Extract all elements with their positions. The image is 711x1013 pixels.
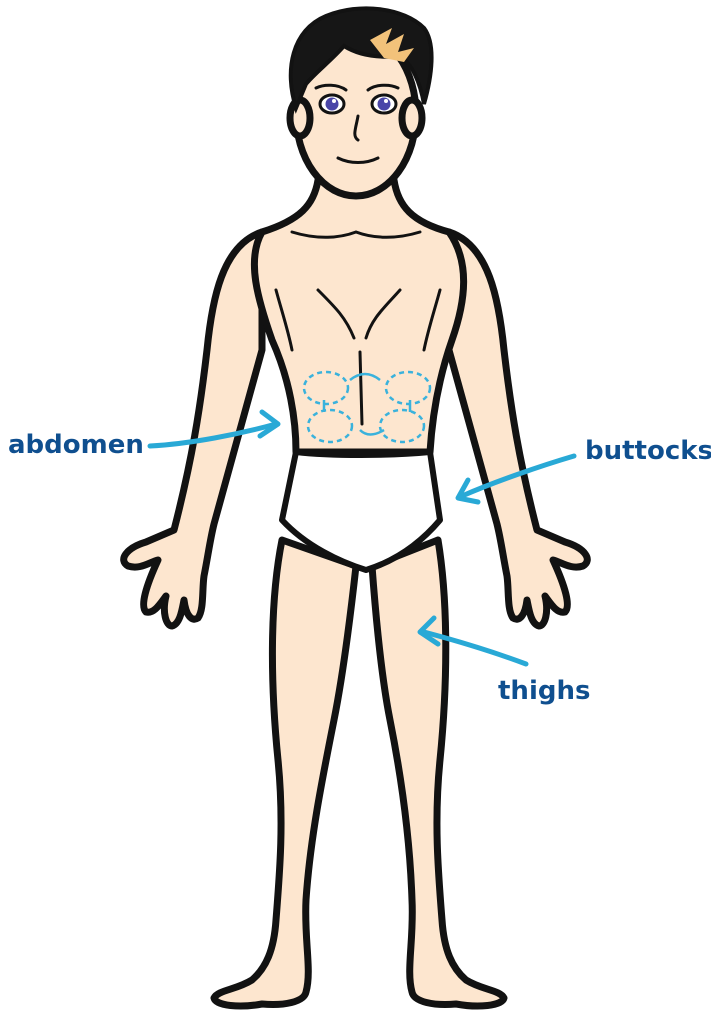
right-arm: [449, 232, 587, 626]
left-leg: [214, 540, 356, 1006]
left-arm: [124, 232, 262, 626]
label-buttocks: buttocks: [585, 438, 711, 464]
right-leg: [372, 540, 504, 1006]
right-ear: [402, 100, 422, 136]
label-abdomen: abdomen: [8, 432, 144, 458]
label-thighs: thighs: [498, 678, 590, 704]
left-ear: [290, 100, 310, 136]
